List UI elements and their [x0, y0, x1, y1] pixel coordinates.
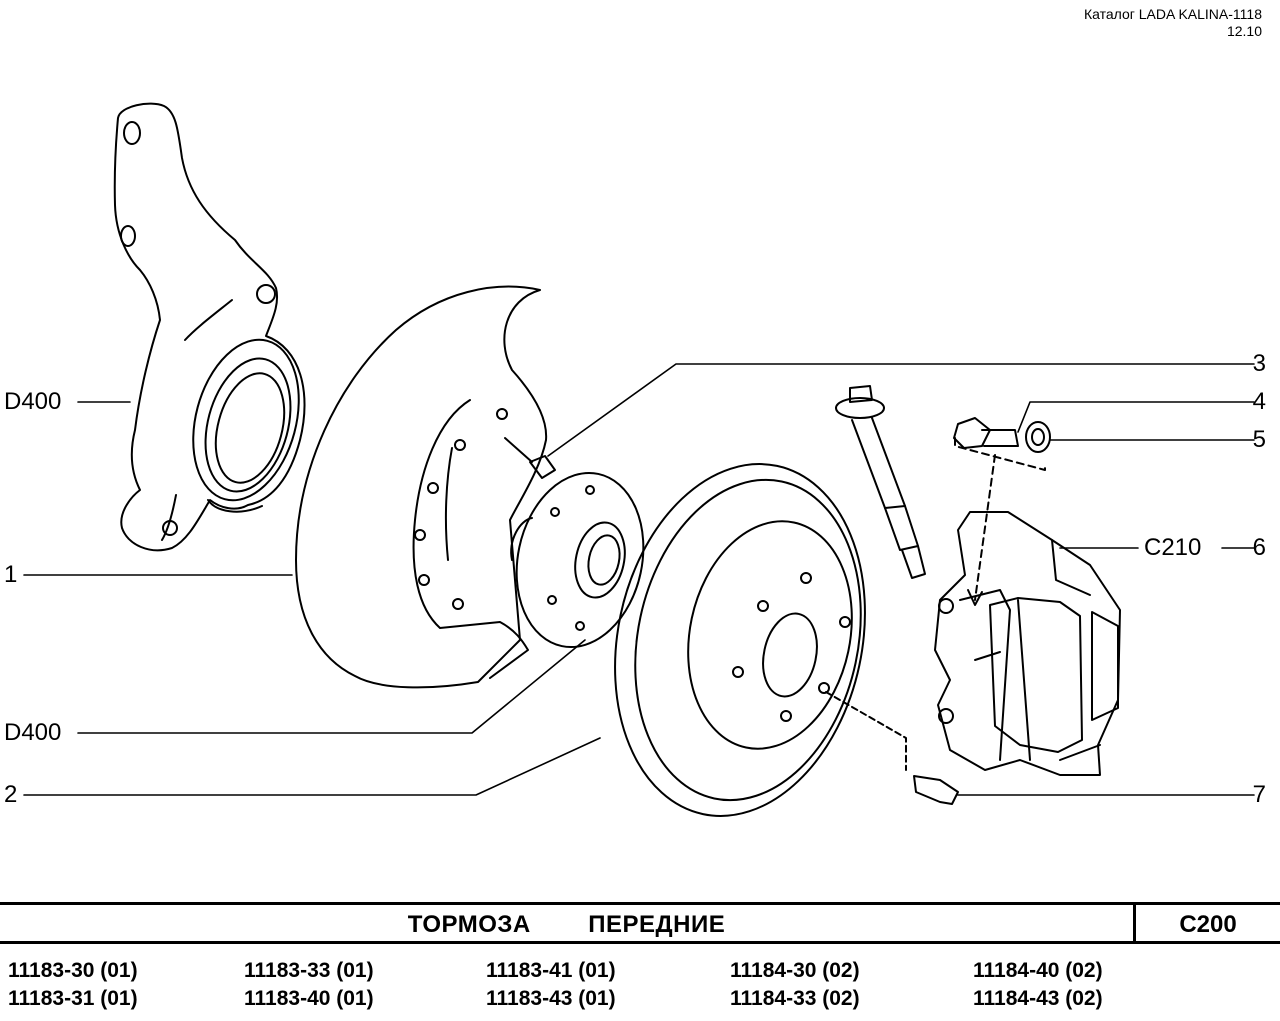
model-code: 11183-30 (01) [8, 959, 138, 982]
steering-knuckle [113, 102, 306, 552]
callout-c210: C210 [1144, 534, 1202, 561]
model-row-1: 11183-30 (01) 11183-33 (01) 11183-41 (01… [8, 957, 1258, 985]
catalog-title: Каталог LADA KALINA-1118 [1083, 6, 1262, 22]
leader-3 [547, 363, 1255, 457]
model-code: 11183-40 (01) [244, 987, 374, 1010]
bolt-4 [953, 417, 1019, 449]
callout-5: 5 [1252, 426, 1266, 453]
model-code: 11183-43 (01) [486, 987, 616, 1010]
assembly-arrowhead [967, 589, 983, 606]
model-code: 11183-33 (01) [244, 959, 374, 982]
callout-2: 2 [4, 781, 18, 808]
model-row-2: 11183-31 (01) 11183-40 (01) 11183-43 (01… [8, 985, 1258, 1013]
callout-d400-top: D400 [4, 388, 62, 415]
guide-pin-7 [825, 691, 959, 805]
callout-6: 6 [1252, 534, 1266, 561]
title-bar: ТОРМОЗА ПЕРЕДНИЕ C200 [0, 902, 1280, 944]
washer-5 [1025, 421, 1051, 453]
callout-d400-bottom: D400 [4, 719, 62, 746]
leader-2 [23, 737, 601, 796]
model-code: 11184-30 (02) [730, 959, 860, 982]
leader-lines [23, 363, 1255, 796]
assembly-arrow [974, 454, 996, 601]
model-code: 11184-43 (02) [973, 987, 1103, 1010]
model-code: 11184-33 (02) [730, 987, 860, 1010]
brake-caliper [934, 511, 1121, 776]
catalog-header: Каталог LADA KALINA-1118 12.10 [1084, 6, 1262, 40]
model-code: 11184-40 (02) [973, 959, 1103, 982]
leader-d400-bottom [77, 639, 586, 734]
brake-hose [835, 385, 926, 579]
callout-4: 4 [1252, 388, 1266, 415]
model-code: 11183-41 (01) [486, 959, 616, 982]
brake-disc [614, 463, 866, 817]
bolt-3 [504, 437, 556, 479]
callout-1: 1 [4, 561, 18, 588]
callout-3: 3 [1252, 350, 1266, 377]
brake-exploded-drawing [23, 102, 1255, 817]
model-code: 11183-31 (01) [8, 987, 138, 1010]
splash-shield [295, 285, 548, 689]
assembly-line-4-5 [954, 437, 1046, 471]
wheel-hub [510, 471, 645, 649]
page-code: C200 [1133, 905, 1280, 941]
callout-7: 7 [1252, 781, 1266, 808]
catalog-date: 12.10 [1226, 23, 1262, 39]
model-list: 11183-30 (01) 11183-33 (01) 11183-41 (01… [8, 957, 1258, 1013]
leader-4 [1017, 401, 1255, 433]
page-title: ТОРМОЗА ПЕРЕДНИЕ [407, 911, 726, 938]
